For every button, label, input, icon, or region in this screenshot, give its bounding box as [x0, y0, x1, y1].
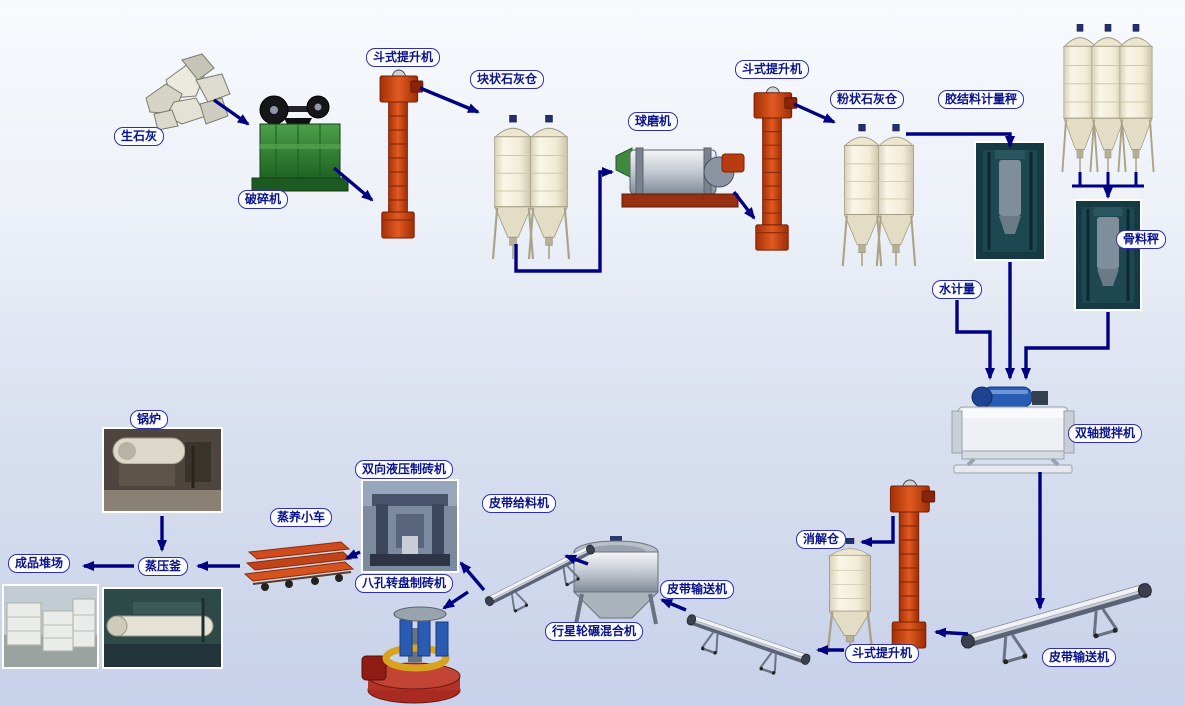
- aggregate-silos: [1061, 24, 1155, 174]
- aggregate-scale-photo: [1074, 199, 1142, 311]
- autoclave-photo: [102, 587, 223, 669]
- label-powder-lime-silo: 粉状石灰仓: [830, 90, 905, 109]
- lump-lime-silos: [491, 115, 571, 261]
- powder-lime-silos: [841, 124, 917, 268]
- label-belt-conveyor-middle: 皮带输送机: [660, 580, 735, 599]
- twin-shaft-mixer: [951, 386, 1075, 474]
- label-quicklime: 生石灰: [114, 127, 165, 146]
- belt-conveyor-middle: [678, 612, 813, 685]
- label-steam-curing-trolley: 蒸养小车: [270, 508, 333, 527]
- flow-arrows: [82, 86, 1113, 655]
- ball-mill: [615, 147, 745, 208]
- label-digestion-silo: 消解仓: [796, 530, 847, 549]
- boiler-photo: [102, 427, 223, 513]
- label-water-metering: 水计量: [932, 280, 983, 299]
- label-ball-mill: 球磨机: [628, 112, 679, 131]
- label-autoclave: 蒸压釜: [138, 557, 189, 576]
- jaw-crusher: [251, 95, 349, 192]
- steam-curing-trolley: [243, 541, 355, 591]
- bucket-elevator-2: [753, 86, 798, 251]
- hydraulic-brick-machine-photo: [361, 479, 459, 573]
- label-bucket-elevator-1: 斗式提升机: [366, 48, 441, 67]
- label-planetary-mixer: 行星轮碾混合机: [545, 622, 644, 641]
- flow-pipes: [1072, 172, 1144, 188]
- label-bucket-elevator-2: 斗式提升机: [735, 60, 810, 79]
- bucket-elevator-1: [379, 69, 424, 239]
- product-yard-photo: [2, 584, 99, 669]
- digestion-silo: [826, 538, 874, 655]
- label-boiler: 锅炉: [130, 410, 169, 429]
- label-product-yard: 成品堆场: [8, 554, 71, 573]
- label-crusher: 破碎机: [238, 190, 289, 209]
- label-belt-feeder: 皮带给料机: [482, 494, 557, 513]
- bucket-elevator-3: [889, 479, 936, 649]
- label-belt-conveyor-right: 皮带输送机: [1042, 648, 1117, 667]
- label-aggregate-scale: 骨料秤: [1116, 230, 1167, 249]
- rotary-brick-machine: [361, 606, 461, 704]
- planetary-mixer: [572, 536, 660, 625]
- label-rotary-brick-machine: 八孔转盘制砖机: [355, 574, 454, 593]
- label-twin-shaft-mixer: 双轴搅拌机: [1068, 424, 1143, 443]
- binder-metering-scale-photo: [974, 141, 1046, 261]
- label-binder-metering-scale: 胶结料计量秤: [938, 90, 1025, 109]
- label-hydraulic-brick-machine: 双向液压制砖机: [355, 460, 454, 479]
- label-bucket-elevator-3: 斗式提升机: [845, 644, 920, 663]
- quicklime-pile: [145, 53, 231, 131]
- label-lump-lime-silo: 块状石灰仓: [470, 70, 545, 89]
